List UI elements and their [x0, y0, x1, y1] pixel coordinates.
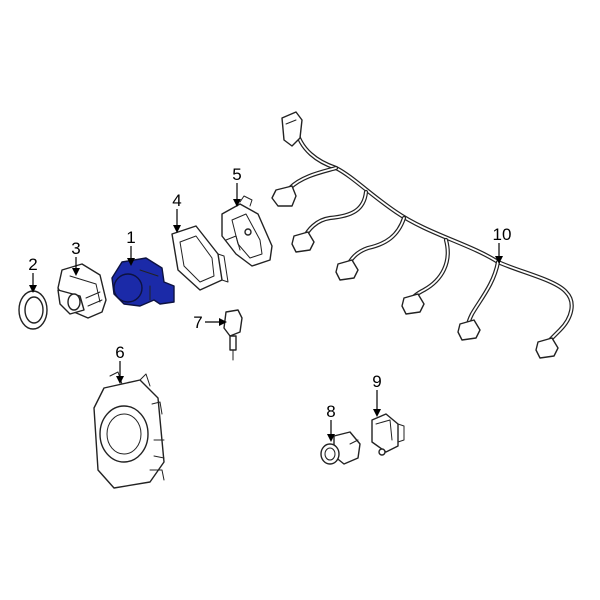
callout-2: 2 — [28, 255, 37, 274]
part-2-seal-ring[interactable] — [18, 290, 48, 330]
part-9-connector[interactable] — [371, 413, 405, 456]
callout-8: 8 — [326, 402, 335, 421]
part-4-control-module[interactable] — [171, 225, 229, 291]
part-6-radar-module[interactable] — [93, 371, 165, 489]
callout-3: 3 — [71, 239, 80, 258]
callout-10: 10 — [493, 225, 512, 244]
part-7-temp-sensor[interactable] — [223, 309, 243, 361]
part-1-parking-sensor[interactable] — [111, 257, 175, 307]
callout-5: 5 — [232, 165, 241, 184]
callout-leaders — [29, 183, 503, 442]
part-5-module-bracket[interactable] — [221, 195, 273, 267]
callout-labels: 1 2 3 4 5 6 7 8 9 10 — [28, 165, 511, 421]
callout-7: 7 — [193, 313, 202, 332]
part-3-bracket[interactable] — [57, 263, 107, 319]
callout-1: 1 — [126, 228, 135, 247]
part-10-wiring-harness[interactable] — [271, 111, 574, 359]
callout-4: 4 — [172, 191, 181, 210]
callout-6: 6 — [115, 343, 124, 362]
callout-9: 9 — [372, 372, 381, 391]
part-8-sensor[interactable] — [320, 431, 361, 465]
